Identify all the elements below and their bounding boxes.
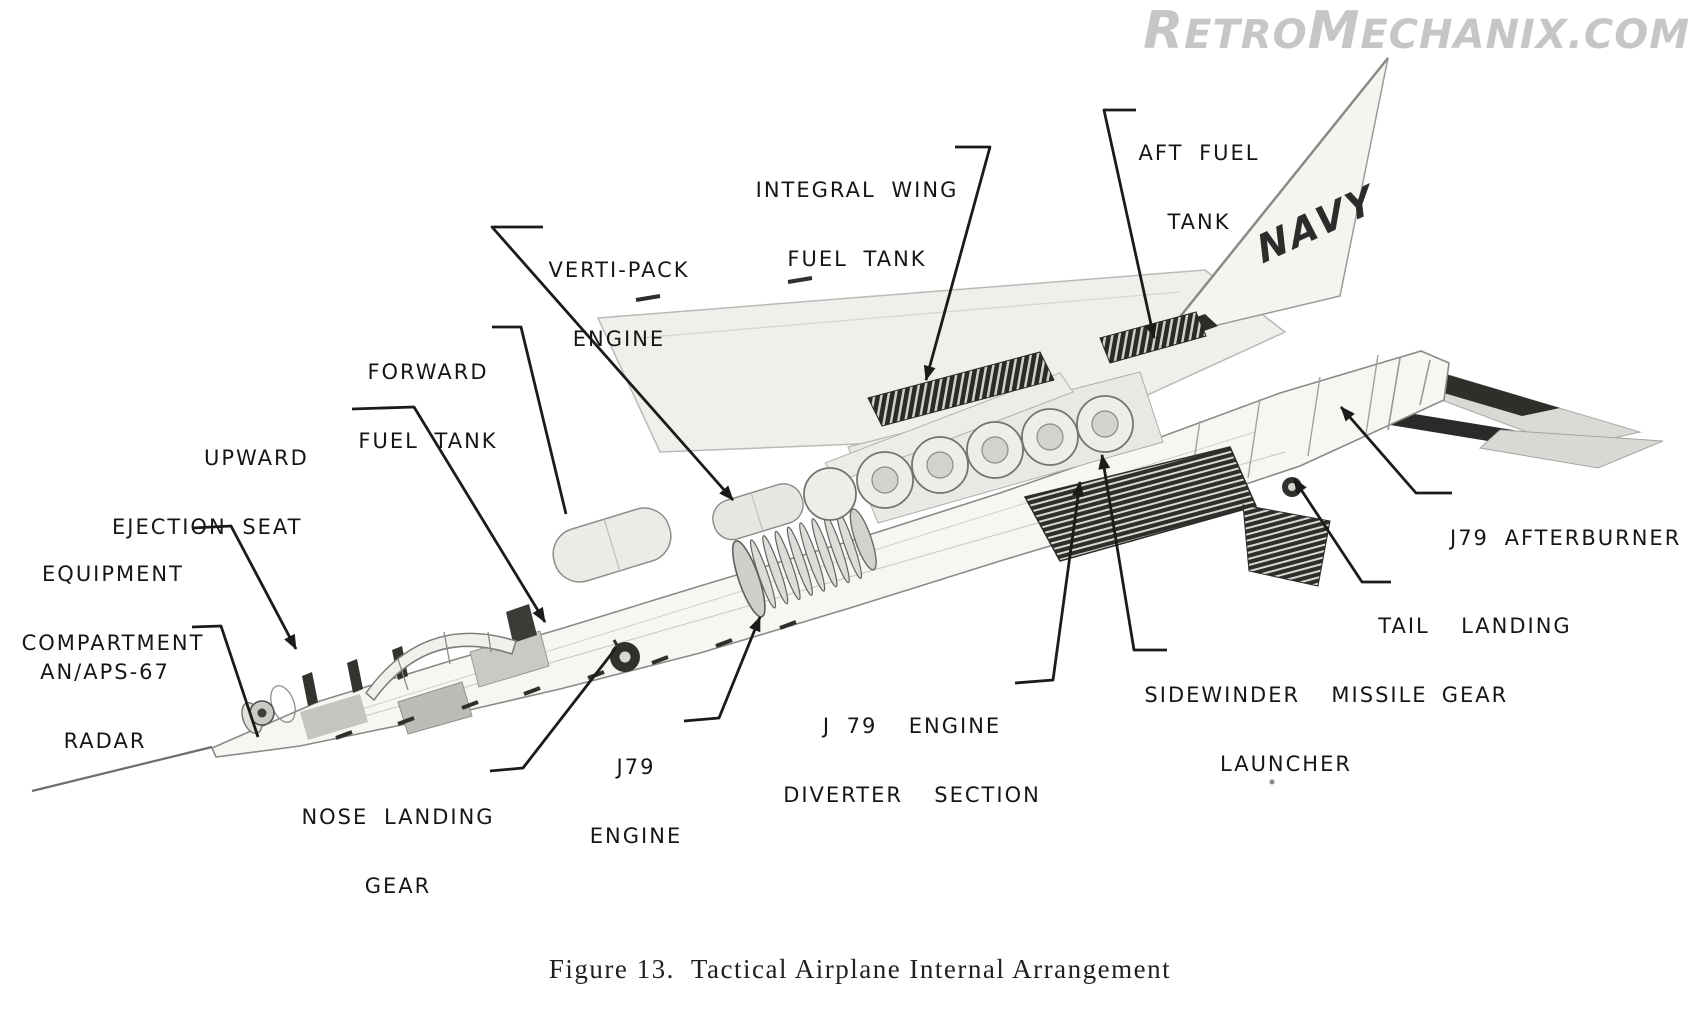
canopy-frame [443,631,451,665]
wing-tip-mark [635,294,661,302]
label-line: DIVERTER SECTION [783,783,1041,807]
print-speck [1269,779,1275,785]
equipment-bay [300,694,368,740]
watermark-part: ECHANIX.COM [1360,12,1690,58]
label-line: J79 [616,755,656,779]
label-line: SIDEWINDER MISSILE [1144,683,1428,707]
canopy [364,632,517,702]
watermark-part: R [1143,1,1185,61]
watermark-part: ETRO [1184,12,1308,58]
exhaust-nozzle-line [1419,359,1431,406]
frame-marks [335,620,797,740]
canopy-frame [487,631,492,653]
tail-gear-hub [1288,483,1296,491]
label-line: TANK [1167,210,1231,234]
leader-aft-fuel-tank [1102,108,1157,339]
label-line: EJECTION SEAT [112,515,303,539]
nose-boom [31,745,213,793]
bulkhead [302,672,318,706]
label-line: FORWARD [367,360,489,384]
label-line: GEAR [364,874,432,898]
canopy-frame [397,658,409,691]
label-line: FUEL TANK [358,429,498,453]
label-forward-fuel-tank: FORWARD FUEL TANK [358,315,497,499]
wing-panel-line [639,291,1181,339]
combustor-cans [803,395,1134,521]
leader-forward-fuel-tank [492,325,568,515]
label-line: INTEGRAL WING [755,178,959,202]
label-upward-ejection-seat: UPWARD EJECTION SEAT [112,401,309,585]
leader-lines [191,108,1452,773]
label-line: AFT FUEL [1138,141,1260,165]
radar-dish-hub [257,708,267,718]
label-line: AN/APS-67 [40,660,170,684]
exhaust-nozzle-line [1387,357,1401,431]
label-line: ENGINE [589,824,683,848]
leader-an-aps-67-radar [191,624,260,738]
leader-sidewinder-missile-launcher [1098,454,1167,652]
leader-equipment-compartment [191,524,298,650]
stabilizer-far-dark-edge [1420,368,1560,416]
aircraft-art [31,57,1664,793]
label-line: TAIL LANDING [1378,614,1572,638]
label-line: LAUNCHER [1220,752,1352,776]
label-line: FUEL TANK [787,247,927,271]
watermark-part: M [1307,1,1361,61]
label-an-aps-67-radar: AN/APS-67 RADAR [40,615,170,799]
stabilizer-near-dark-edge [1372,408,1525,443]
watermark: RETROMECHANIX.COM [1143,2,1690,72]
label-j79-afterburner: J79 AFTERBURNER [1450,481,1681,596]
leader-tail-landing-gear [1292,478,1391,584]
fin-leading-edge [1162,57,1389,339]
figure-caption: Figure 13. Tactical Airplane Internal Ar… [548,954,1172,984]
leader-verti-pack-engine [490,225,735,501]
bulkhead [347,659,363,693]
label-line: GEAR [1441,683,1509,707]
label-line: J 79 ENGINE [822,714,1002,738]
louver-panel [1242,504,1331,587]
label-verti-pack-engine: VERTI-PACK ENGINE [548,213,689,397]
leader-nose-landing-gear [489,647,618,773]
afterburner-ring [1365,354,1379,435]
label-j79-engine: J79 ENGINE [590,710,682,894]
label-line: RADAR [63,729,147,753]
louver-panel [1023,446,1258,562]
leader-j79-engine-diverter-section [1014,481,1085,685]
heat-exchanger-fins [867,351,1055,427]
label-aft-fuel-tank: AFT FUEL TANK [1139,96,1260,280]
label-integral-wing-fuel-tank: INTEGRAL WING FUEL TANK [756,133,959,317]
wing-tip-mark [787,276,813,284]
label-equipment-compartment: EQUIPMENT COMPARTMENT [22,517,205,701]
label-nose-landing-gear: NOSE LANDING GEAR [301,760,494,944]
leader-integral-wing-fuel-tank [923,145,992,381]
label-line: COMPARTMENT [21,631,205,655]
verti-pack-engine-shape [712,483,804,541]
leader-j79-engine [683,616,762,723]
ejection-seat [506,604,537,643]
label-sidewinder-missile-launcher: SIDEWINDER MISSILE LAUNCHER [1144,638,1427,822]
nose-gear-hub [619,651,631,663]
label-j79-engine-diverter-section: J 79 ENGINE DIVERTER SECTION [783,669,1041,853]
forward-fuel-tank-shape [552,507,672,583]
afterburner-ring [1307,376,1321,457]
label-line: ENGINE [572,327,666,351]
afterburner-ring [1247,398,1261,479]
label-tail-landing-gear: TAIL LANDING GEAR [1378,569,1571,753]
label-line: EQUIPMENT [42,562,184,586]
j79-engine-compressor [731,508,877,618]
leader-j79-afterburner [1339,406,1452,495]
stabilizer-near [1478,429,1664,469]
label-line: NOSE LANDING [301,805,495,829]
label-line: UPWARD [204,446,309,470]
label-line: VERTI-PACK [548,258,690,282]
leader-upward-ejection-seat [351,405,547,623]
label-line: J79 AFTERBURNER [1450,526,1682,550]
